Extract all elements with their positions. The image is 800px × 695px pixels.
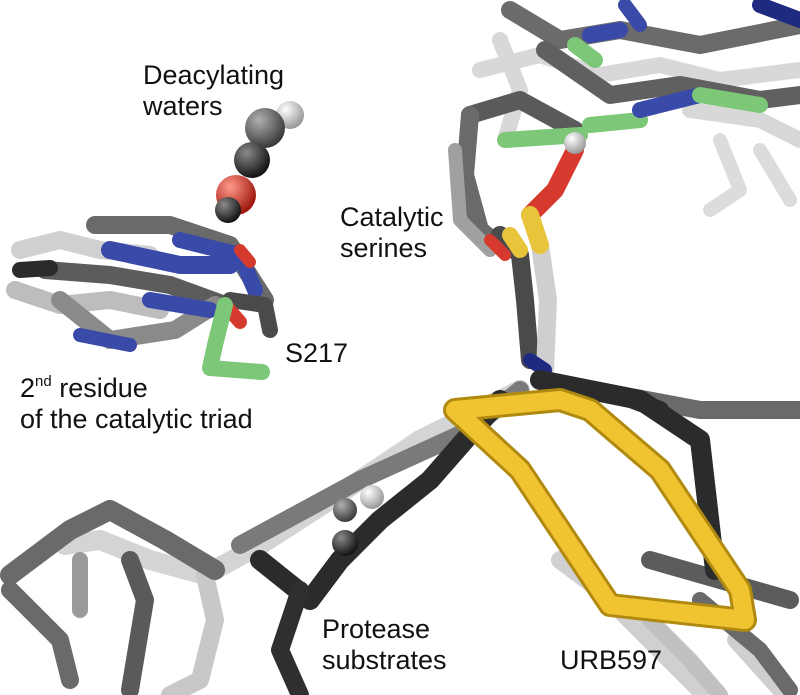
s217-residue-stick [202, 297, 270, 380]
upper-right-backbone-light [472, 32, 800, 217]
protease-substrate-atoms [332, 485, 384, 556]
catalytic-serine-sticks [484, 132, 586, 379]
s217-label: S217 [285, 338, 349, 368]
catalytic-serines-label: Catalytic serines [340, 202, 444, 263]
triad-ordinal-number: 2 [20, 373, 36, 403]
lower-backbone-dark [250, 370, 725, 695]
catalytic-triad-label-line1: 2nd residue [20, 373, 253, 404]
urb597-ring [443, 388, 757, 632]
histidine-ring-sticks [6, 216, 278, 352]
catalytic-triad-label: 2nd residue of the catalytic triad [20, 373, 253, 435]
deacylating-water-molecules [215, 101, 304, 223]
deacylating-waters-label: Deacylating waters [143, 60, 285, 121]
triad-ordinal-suffix: nd [35, 373, 52, 390]
catalytic-triad-label-line2: of the catalytic triad [20, 404, 253, 434]
urb597-label: URB597 [560, 645, 663, 675]
protease-substrates-label: Protease substrates [322, 614, 447, 675]
triad-line1-text: residue [51, 373, 148, 403]
